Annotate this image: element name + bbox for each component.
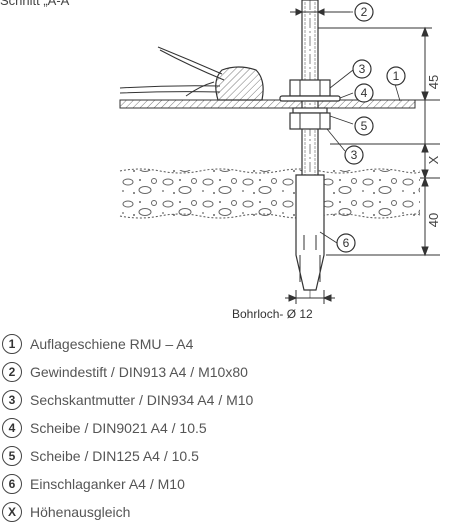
legend-item: 4 Scheibe / DIN9021 A4 / 10.5	[2, 417, 207, 439]
callout-3-upper: 3	[352, 59, 372, 79]
drop-in-anchor	[295, 174, 325, 291]
callout-6: 6	[336, 233, 356, 253]
svg-text:5: 5	[361, 119, 368, 133]
svg-text:6: 6	[343, 236, 350, 250]
callout-5: 5	[354, 116, 374, 136]
svg-text:4: 4	[361, 86, 368, 100]
technical-drawing: 2 3 1 4 5 3 6 45 X 40 Bohrloch- Ø 12	[119, 0, 441, 321]
legend-item: X Höhenausgleich	[2, 501, 130, 523]
legend-badge: 2	[2, 362, 22, 382]
legend-badge: 4	[2, 418, 22, 438]
legend-badge: X	[2, 502, 22, 522]
section-title: Schnitt „A-A“	[0, 0, 74, 8]
legend-item: 6 Einschlaganker A4 / M10	[2, 473, 185, 495]
borehole-dimension	[285, 290, 335, 304]
legend-badge: 1	[2, 334, 22, 354]
stud-width-dimension	[290, 8, 350, 16]
svg-text:1: 1	[393, 69, 400, 83]
svg-text:3: 3	[359, 62, 366, 76]
legend-text: Höhenausgleich	[30, 504, 131, 520]
legend-text: Scheibe / DIN9021 A4 / 10.5	[30, 420, 207, 436]
lower-nut-assembly	[289, 107, 331, 130]
sealant-blob	[119, 46, 264, 101]
callout-2: 2	[354, 2, 374, 22]
borehole-label: Bohrloch- Ø 12	[232, 307, 313, 321]
dimension-lines	[318, 26, 440, 257]
svg-text:2: 2	[361, 5, 368, 19]
legend-text: Gewindestift / DIN913 A4 / M10x80	[30, 364, 248, 380]
concrete-base	[119, 168, 421, 219]
legend-text: Sechskantmutter / DIN934 A4 / M10	[30, 392, 254, 408]
dimension-45-label: 45	[426, 75, 441, 89]
legend-text: Auflageschiene RMU – A4	[30, 336, 194, 352]
legend-badge: 3	[2, 390, 22, 410]
legend-item: 2 Gewindestift / DIN913 A4 / M10x80	[2, 361, 248, 383]
callout-1: 1	[386, 66, 406, 86]
legend-item: 3 Sechskantmutter / DIN934 A4 / M10	[2, 389, 253, 411]
svg-text:3: 3	[351, 148, 358, 162]
dimension-x-label: X	[426, 155, 441, 164]
legend-badge: 6	[2, 474, 22, 494]
legend-badge: 5	[2, 446, 22, 466]
dimension-40-label: 40	[426, 213, 441, 227]
legend-text: Scheibe / DIN125 A4 / 10.5	[30, 448, 199, 464]
callout-4: 4	[354, 83, 374, 103]
legend-text: Einschlaganker A4 / M10	[30, 476, 185, 492]
legend-item: 5 Scheibe / DIN125 A4 / 10.5	[2, 445, 199, 467]
upper-nut-assembly	[279, 79, 341, 102]
callout-3-lower: 3	[344, 145, 364, 165]
rail-plate	[119, 99, 416, 109]
leader-lines	[319, 11, 401, 244]
legend-item: 1 Auflageschiene RMU – A4	[2, 333, 193, 355]
